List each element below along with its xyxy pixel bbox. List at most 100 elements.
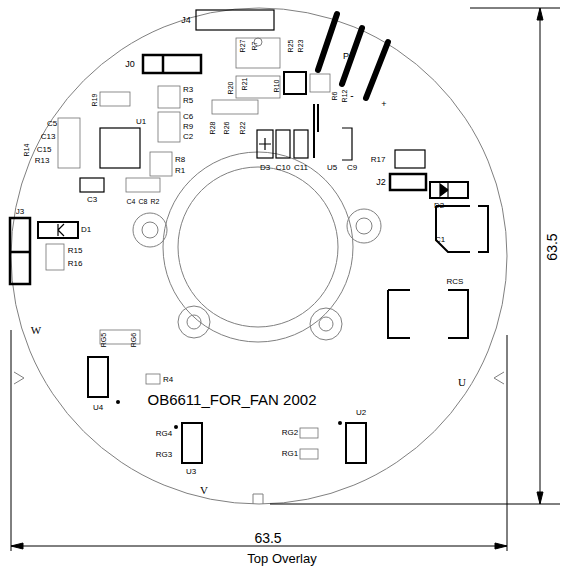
pin1-dot (338, 421, 342, 425)
extension-line (507, 335, 508, 551)
designator: C6 (183, 113, 193, 121)
designator: U (458, 377, 466, 388)
arrowhead (495, 543, 507, 549)
part-outline (284, 72, 306, 94)
designator: J4 (181, 16, 191, 25)
wire (366, 42, 388, 98)
capacitor-outline (276, 130, 290, 158)
pad-group (150, 152, 172, 176)
designator: C3 (87, 196, 97, 204)
board-notch (494, 372, 504, 384)
designator: J0 (125, 60, 135, 69)
designator: R21 (241, 78, 248, 91)
designator: R13 (35, 157, 50, 165)
pad-group (146, 374, 160, 384)
designator: R16 (68, 260, 83, 268)
designator: + (381, 100, 386, 109)
designator: R8 (175, 156, 185, 164)
hall-sensor (88, 357, 108, 397)
designator: C1 (435, 236, 445, 244)
regulator-outline (314, 104, 318, 158)
designator: U2 (356, 409, 366, 417)
part-outline (395, 150, 425, 168)
hub-ring (163, 152, 353, 342)
designator: RG2 (282, 429, 298, 437)
designator: R5 (183, 97, 193, 105)
arrowhead (537, 492, 543, 504)
hub-inner (178, 167, 338, 327)
pad-group (300, 428, 318, 438)
designator: RG5 (100, 333, 107, 347)
diode-outline (257, 130, 273, 158)
designator: R23 (297, 40, 304, 53)
designator: D2 (434, 202, 444, 210)
designator: R26 (223, 122, 230, 135)
board-notch (253, 494, 263, 504)
connector-pin (10, 251, 30, 254)
pad-group (158, 112, 180, 142)
designator: R1 (175, 167, 185, 175)
designator: C13 (41, 133, 56, 141)
extension-line (470, 8, 560, 9)
designator: RG1 (282, 450, 298, 458)
designator: RG3 (156, 451, 172, 459)
pad-group (100, 92, 130, 106)
pad-group (46, 244, 64, 270)
designator: R25 (287, 40, 294, 53)
designator: RCS (447, 278, 464, 286)
ic-outline (100, 128, 140, 168)
designator: C2 (183, 133, 193, 141)
connector-outline (143, 55, 201, 73)
designator: J2 (376, 178, 386, 187)
arrowhead (11, 543, 23, 549)
designator: R7 (251, 42, 258, 51)
designator: R6 (331, 92, 338, 101)
connector-outline (196, 10, 274, 30)
dimension-value: 63.5 (252, 531, 283, 545)
hub-lobe (178, 306, 210, 338)
board-notch (14, 372, 24, 384)
hall-sensor (182, 423, 202, 463)
capacitor-outline (342, 128, 352, 160)
designator: R9 (183, 123, 193, 131)
designator: R27 (239, 40, 246, 53)
designator: W (31, 325, 41, 336)
designator: R22 (239, 122, 246, 135)
extension-line (11, 330, 12, 551)
pad-group (236, 76, 280, 98)
layer-caption: Top Overlay (247, 552, 316, 565)
designator: C10 (276, 164, 291, 172)
diode-outline (430, 182, 468, 198)
dimension-value: 63.5 (545, 231, 559, 262)
mount-hole (319, 317, 333, 331)
designator: C8 (139, 198, 148, 205)
designator: P (343, 52, 349, 61)
pad-group (158, 86, 180, 108)
designator: C5 (47, 120, 57, 128)
designator: R15 (68, 247, 83, 255)
wire (342, 28, 362, 84)
designator: U4 (93, 404, 103, 412)
board-name: OB6611_FOR_FAN 2002 (148, 392, 317, 407)
hub-lobe (133, 213, 167, 247)
mount-hole (356, 218, 372, 234)
designator: U3 (186, 468, 196, 476)
diode-outline (38, 222, 78, 238)
board-outline (11, 8, 507, 504)
designator: - (350, 91, 353, 101)
diode-symbol (440, 182, 448, 198)
designator: D3 (260, 164, 270, 172)
pad-group (310, 74, 330, 92)
designator: C11 (294, 164, 308, 172)
hall-sensor (346, 423, 366, 463)
designator: RG4 (156, 430, 172, 438)
capacitor-outline (80, 178, 104, 192)
designator: RG6 (130, 333, 137, 347)
designator: R14 (23, 144, 30, 157)
designator: R2 (151, 198, 160, 205)
designator: R20 (227, 82, 234, 95)
arrowhead (537, 8, 543, 20)
designator: J3 (16, 208, 24, 216)
